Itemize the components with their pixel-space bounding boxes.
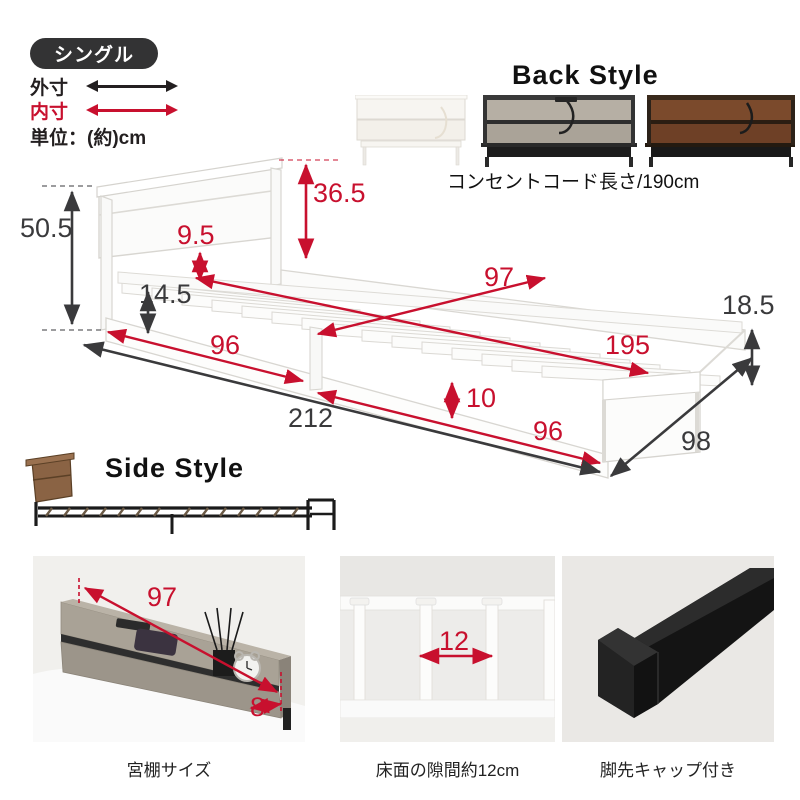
side-style-illustration: [25, 452, 336, 534]
slat-gap-photo: [340, 556, 555, 742]
photo-panel-shelf-size: 97 8: [33, 556, 305, 742]
main-bed-diagram: [42, 157, 761, 479]
dim-label-inner-width-foot: 96: [533, 416, 564, 446]
leg-cap-photo: [562, 556, 774, 742]
dim-label-headboard-clearance: 9.5: [177, 220, 215, 250]
legend: 外寸 内寸 単位：(約)cm: [30, 74, 178, 150]
side-style-title: Side Style: [105, 453, 245, 483]
legend-inner-label: 内寸: [30, 101, 69, 123]
legend-outer-arrow-icon: [86, 79, 178, 93]
dim-line-headboard-height: [279, 159, 338, 260]
size-badge-label: シングル: [53, 45, 134, 66]
back-style-title: Back Style: [512, 60, 659, 90]
cord-length-caption: コンセントコード長さ/190cm: [447, 172, 700, 193]
side-style-headboard: [25, 452, 75, 503]
back-style-thumb-gray: [481, 95, 637, 167]
back-style-thumb-white: [355, 95, 468, 166]
caption-slat-gap: 床面の隙間約12cm: [375, 761, 520, 780]
dim-label-headboard-height: 36.5: [313, 178, 366, 208]
photo-panel-slat-gap: 12: [340, 556, 555, 742]
photo-panel-leg-cap: [562, 556, 774, 742]
dim-label-shelf-width: 97: [147, 582, 178, 612]
dim-label-deck-height: 14.5: [139, 279, 192, 309]
dim-line-overall-width: [609, 357, 753, 478]
legend-unit-label: 単位：(約)cm: [30, 128, 147, 149]
dim-line-overall-length: [82, 341, 602, 476]
dim-label-inner-width-diagonal: 97: [484, 262, 515, 292]
dim-line-overall-height: [42, 185, 104, 331]
dim-label-foot-rail-clearance: 10: [466, 383, 497, 413]
size-badge: シングル: [30, 38, 158, 69]
dim-label-slat-gap: 12: [439, 626, 470, 656]
dim-label-overall-height: 50.5: [20, 213, 73, 243]
legend-outer-label: 外寸: [30, 77, 69, 99]
dim-label-overall-width: 98: [681, 426, 712, 456]
dim-label-inner-length: 195: [605, 330, 651, 360]
dim-label-overall-length: 212: [288, 403, 334, 433]
dim-label-shelf-depth: 8: [250, 692, 266, 722]
dim-label-footboard-height: 18.5: [722, 290, 775, 320]
back-style-thumb-brown: [645, 95, 795, 167]
legend-inner-arrow-icon: [86, 103, 178, 117]
back-style-thumbnails: [355, 95, 795, 167]
bed-frame-illustration: [96, 157, 746, 479]
dim-label-inner-width-head: 96: [210, 330, 241, 360]
caption-shelf-size: 宮棚サイズ: [126, 761, 212, 780]
legend-row-inner: 内寸: [30, 98, 178, 123]
legend-row-outer: 外寸: [30, 74, 178, 99]
shelf-size-photo: [33, 556, 305, 742]
caption-leg-cap: 脚先キャップ付き: [600, 761, 736, 780]
